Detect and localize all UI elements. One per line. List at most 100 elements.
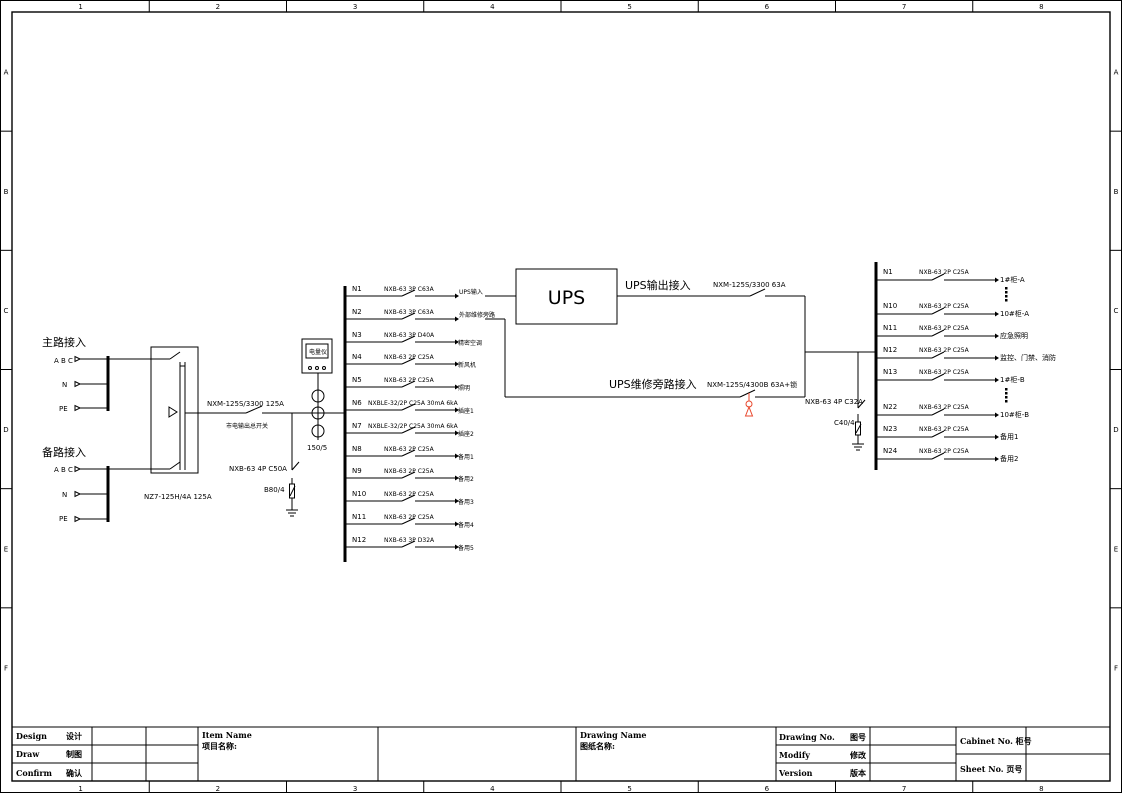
right-circuit-load: 1#柜-B	[1000, 375, 1025, 384]
spd-model: B80/4	[264, 486, 285, 494]
sheet-no-label: Sheet No. 页号	[960, 764, 1022, 774]
right-circuit-breaker: NXB-63 2P C25A	[919, 269, 970, 276]
right-circuit-load: 应急照明	[1000, 331, 1028, 340]
left-circuit-load: 插座1	[458, 407, 474, 415]
frame-row-label: F	[1114, 664, 1118, 672]
backup-input-label: 备路接入	[42, 445, 86, 459]
confirm-en: Confirm	[16, 768, 53, 778]
right-circuit-breaker: NXB-63 2P C25A	[919, 325, 970, 332]
title-block	[12, 726, 1110, 781]
backup-abc-label: A B C	[54, 466, 73, 474]
left-circuit-load: 照明	[458, 385, 470, 392]
left-circuit-load: UPS输入	[459, 288, 483, 296]
right-circuit-load: 10#柜-A	[1000, 309, 1029, 318]
left-circuit-breaker: NXB-63 2P C25A	[384, 354, 435, 361]
right-circuit-breaker: NXB-63 2P C25A	[919, 369, 970, 376]
ups-spd-breaker: NXB-63 4P C32A	[805, 398, 863, 406]
ats-switch	[150, 346, 199, 474]
ats-model: NZ7-125H/4A 125A	[144, 493, 212, 501]
left-circuit-id: N5	[352, 376, 362, 384]
frame-column-label: 3	[353, 3, 357, 11]
drawing-name-cn: 图纸名称:	[580, 741, 615, 751]
left-circuit-id: N6	[352, 399, 362, 407]
right-circuit-id: N22	[883, 403, 897, 411]
left-circuit-id: N3	[352, 331, 362, 339]
right-circuit-id: N11	[883, 324, 897, 332]
right-circuit-id: N23	[883, 425, 897, 433]
input-section: 主路接入 A B C N PE 备路接入 A B C N PE NZ7-125H…	[42, 336, 345, 523]
left-circuit-breaker: NXB-63 2P C25A	[384, 514, 435, 521]
right-circuit-id: N10	[883, 302, 897, 310]
left-circuit-load: 备用1	[458, 453, 474, 461]
frame-column-label: 1	[78, 785, 82, 793]
frame-column-label: 1	[78, 3, 82, 11]
main-abc-label: A B C	[54, 357, 73, 365]
left-circuit-breaker: NXBLE-32/2P C25A 30mA 6kA	[368, 400, 459, 407]
frame-column-label: 5	[627, 785, 631, 793]
left-circuit-id: N7	[352, 422, 362, 430]
backup-pe-label: PE	[59, 515, 68, 523]
modify-en: Modify	[779, 750, 810, 760]
frame-row-label: C	[4, 307, 9, 315]
frame-column-label: 4	[490, 785, 495, 793]
right-circuit-load: 监控、门禁、消防	[1000, 353, 1056, 362]
left-circuit-breaker: NXB-63 2P C25A	[384, 468, 435, 475]
left-circuit-id: N11	[352, 513, 366, 521]
left-circuit-load: 备用4	[458, 521, 474, 529]
item-name-cn: 项目名称:	[202, 741, 237, 751]
main-n-label: N	[62, 381, 67, 389]
right-circuit-load: 备用1	[1000, 432, 1018, 441]
frame-row-label: F	[4, 664, 8, 672]
frame-row-label: A	[1114, 69, 1119, 77]
left-circuit-load: 备用3	[458, 498, 474, 506]
right-circuit-load: 备用2	[1000, 454, 1018, 463]
left-circuit-id: N12	[352, 536, 366, 544]
frame-column-label: 6	[765, 785, 770, 793]
left-circuit-id: N2	[352, 308, 362, 316]
frame-row-label: B	[4, 188, 9, 196]
ups-section: UPS UPS输出接入 NXM-125S/3300 63A UPS维修旁路接入 …	[485, 268, 876, 451]
frame-row-label: D	[1113, 426, 1118, 434]
left-circuit-breaker: NXB-63 3P D32A	[384, 537, 435, 544]
right-circuit-id: N12	[883, 346, 897, 354]
ups-label: UPS	[548, 287, 585, 309]
frame-row-label: B	[1114, 188, 1119, 196]
right-circuit-n12: N12 NXB-63 2P C25A 监控、门禁、消防	[876, 346, 1056, 362]
frame-column-label: 2	[216, 785, 220, 793]
left-circuit-id: N1	[352, 285, 362, 293]
main-pe-label: PE	[59, 405, 68, 413]
left-circuit-breaker: NXB-63 2P C25A	[384, 446, 435, 453]
incoming-breaker-model: NXM-125S/3300 125A	[207, 400, 284, 408]
ct-label: 150/5	[307, 444, 327, 452]
left-circuit-breaker: NXB-63 2P C25A	[384, 491, 435, 498]
right-circuit-load: 10#柜-B	[1000, 410, 1029, 419]
left-circuit-breaker: NXB-63 3P C63A	[384, 286, 435, 293]
frame-column-label: 8	[1039, 785, 1043, 793]
design-cn: 设计	[66, 731, 82, 741]
right-circuit-breaker: NXB-63 2P C25A	[919, 448, 970, 455]
right-circuit-breaker: NXB-63 2P C25A	[919, 347, 970, 354]
left-circuit-n11: N11 NXB-63 2P C25A 备用4	[345, 513, 474, 529]
incoming-breaker-desc: 市电输出总开关	[226, 422, 268, 430]
power-meter	[301, 338, 333, 374]
right-circuit-breaker: NXB-63 2P C25A	[919, 404, 970, 411]
left-circuit-id: N4	[352, 353, 362, 361]
left-circuit-load: 新风机	[458, 361, 476, 369]
ups-spd-model: C40/4	[834, 419, 855, 427]
modify-cn: 修改	[849, 750, 867, 760]
version-cn: 版本	[849, 768, 866, 778]
